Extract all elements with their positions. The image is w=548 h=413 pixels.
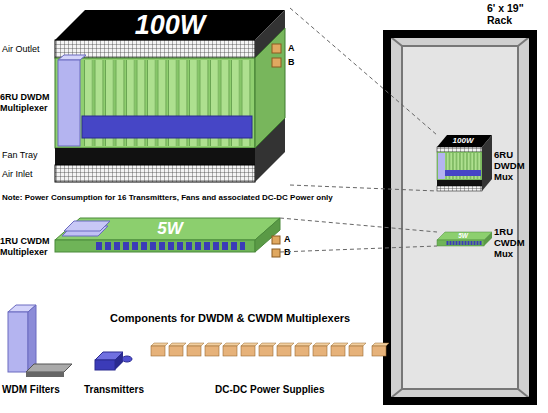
power-supply-a <box>272 236 280 244</box>
transmitter-front <box>95 360 115 370</box>
transmitter-side <box>115 352 123 370</box>
card-cage-side <box>255 28 285 148</box>
fan-tray <box>55 148 255 165</box>
wdm-filter <box>438 153 445 179</box>
equipment-rack <box>383 30 537 405</box>
dwdm-chassis <box>55 10 285 182</box>
device-label: 6RU DWDM Mux <box>494 149 538 182</box>
chassis-side <box>255 218 280 252</box>
component-filter <box>8 305 72 377</box>
line-cards <box>446 153 481 179</box>
power-rating: 5W <box>80 218 260 239</box>
power-supply-a <box>272 44 281 53</box>
zoom-leader-line <box>280 246 437 252</box>
rack-cwdm-box: 5W1RU CWDM Mux <box>437 232 492 246</box>
mini-dwdm <box>437 135 492 191</box>
air-inlet-grille <box>437 186 482 191</box>
part-label: Air Outlet <box>2 44 56 55</box>
chassis-top <box>437 232 492 240</box>
rack-frame <box>387 34 533 401</box>
chassis-front <box>55 240 255 252</box>
wdm-filter-top <box>58 55 86 60</box>
chassis-top <box>55 10 285 40</box>
wdm-filter <box>58 60 80 146</box>
card-cage <box>55 58 255 148</box>
dwdm-multiplexer-box: 100W6RU DWDM Multiplexer <box>55 8 290 185</box>
feed-label: A <box>284 234 296 245</box>
transmitter-row <box>95 242 245 250</box>
power-supply-row <box>150 340 366 358</box>
card-cage <box>437 152 482 180</box>
part-label: Air Inlet <box>2 169 56 180</box>
device-label: 1RU CWDM Mux <box>494 226 538 259</box>
fan-tray <box>437 180 482 186</box>
air-outlet-grille <box>437 147 482 152</box>
transmitter-strip <box>82 116 252 138</box>
chassis-side <box>484 232 492 246</box>
device-label: 1RU CWDM Multiplexer <box>0 236 57 258</box>
feed-label: B <box>288 57 300 68</box>
filter-front <box>8 312 28 372</box>
component-power-supplies <box>150 340 389 358</box>
mini-cwdm <box>437 232 492 246</box>
transmitter-lens <box>122 356 132 362</box>
cwdm-chassis <box>55 218 280 257</box>
transmitter-row <box>446 241 482 245</box>
rack-frame: 6' x 19" Rack100W6RU DWDM Mux5W1RU CWDM … <box>383 30 537 405</box>
component-label: WDM Filters <box>2 384 82 396</box>
rack-label: 6' x 19" Rack <box>487 2 535 26</box>
component-label: DC-DC Power Supplies <box>215 384 375 396</box>
filter-slab-top <box>26 364 72 372</box>
rack-dwdm-box: 100W6RU DWDM Mux <box>437 135 492 191</box>
zoom-leader-line <box>290 8 437 135</box>
wdm-filter <box>64 221 110 231</box>
chassis-front <box>437 240 484 246</box>
power-rating: 100W <box>85 10 255 40</box>
air-inlet-grille <box>55 165 255 182</box>
power-supply-b <box>272 249 280 257</box>
power-supply-b <box>272 58 281 67</box>
power-supply-top <box>372 343 389 346</box>
power-rating: 5W <box>437 232 489 240</box>
feed-label: A <box>288 43 300 54</box>
feed-label: B <box>284 247 296 258</box>
rack-interior <box>383 30 537 405</box>
part-label: Fan Tray <box>2 150 56 161</box>
cwdm-multiplexer-box: 5W1RU CWDM Multiplexer <box>55 218 280 252</box>
rack-back-panel <box>402 46 518 389</box>
section-heading: Components for DWDM & CWDM Multiplexers <box>110 312 410 325</box>
chassis-side <box>482 135 492 191</box>
transmitter-strip <box>445 170 481 176</box>
filter-slab-front <box>26 372 64 377</box>
note-text: Note: Power Consumption for 16 Transmitt… <box>2 193 382 203</box>
chassis-side <box>255 10 285 182</box>
zoom-leader-line <box>290 185 437 191</box>
component-transmitter <box>95 352 132 370</box>
filter-side <box>28 305 36 372</box>
power-supply-single <box>372 346 386 356</box>
device-label: 6RU DWDM Multiplexer <box>0 92 57 114</box>
component-label: Transmitters <box>84 384 164 396</box>
chassis-top <box>55 218 280 240</box>
power-rating: 100W <box>437 135 489 147</box>
zoom-leader-line <box>280 218 437 232</box>
